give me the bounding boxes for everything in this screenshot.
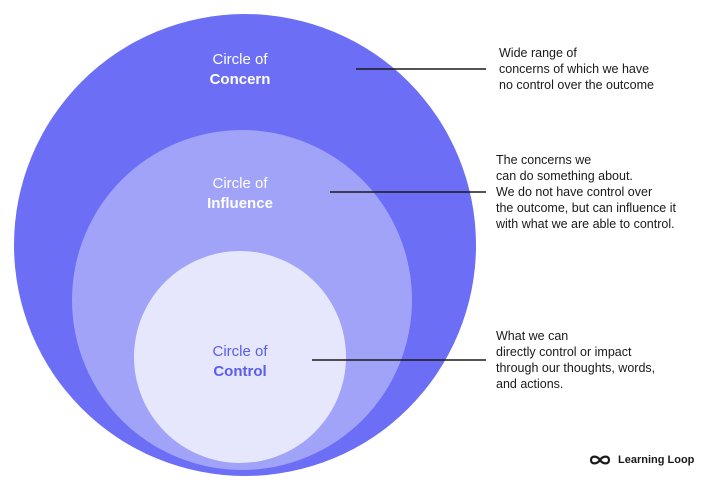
control-annotation-line: What we can xyxy=(496,329,569,343)
circle-of-control xyxy=(134,251,346,463)
influence-label-line2: Influence xyxy=(207,195,273,212)
circle-of-control-label: Circle of Control xyxy=(180,342,300,382)
brand-name: Learning Loop xyxy=(618,454,695,466)
concern-annotation-line: concerns of which we have xyxy=(499,62,650,76)
concern-label-line1: Circle of xyxy=(212,51,268,68)
control-annotation-line: through our thoughts, words, xyxy=(496,361,656,375)
concern-annotation-line: Wide range of xyxy=(499,46,577,60)
concern-label-line2: Concern xyxy=(209,71,271,88)
influence-annotation-line: with what we are able to control. xyxy=(496,217,675,231)
brand-logo: Learning Loop xyxy=(588,453,694,467)
influence-annotation-line: We do not have control over xyxy=(496,185,653,199)
control-label-line1: Circle of xyxy=(212,343,268,360)
infinity-icon xyxy=(589,455,611,465)
control-annotation: What we can directly control or impact t… xyxy=(496,328,655,392)
control-annotation-line: and actions. xyxy=(496,377,564,391)
circle-of-influence-label: Circle of Influence xyxy=(180,174,300,214)
circle-of-concern-label: Circle of Concern xyxy=(180,50,300,90)
influence-annotation: The concerns we can do something about. … xyxy=(496,152,676,232)
control-annotation-line: directly control or impact xyxy=(496,345,632,359)
influence-annotation-line: the outcome, but can influence it xyxy=(496,201,676,215)
influence-annotation-line: The concerns we xyxy=(496,153,592,167)
control-label-line2: Control xyxy=(213,363,267,380)
influence-label-line1: Circle of xyxy=(212,175,268,192)
concern-annotation-line: no control over the outcome xyxy=(499,78,654,92)
concern-annotation: Wide range of concerns of which we have … xyxy=(499,45,654,93)
influence-annotation-line: can do something about. xyxy=(496,169,633,183)
